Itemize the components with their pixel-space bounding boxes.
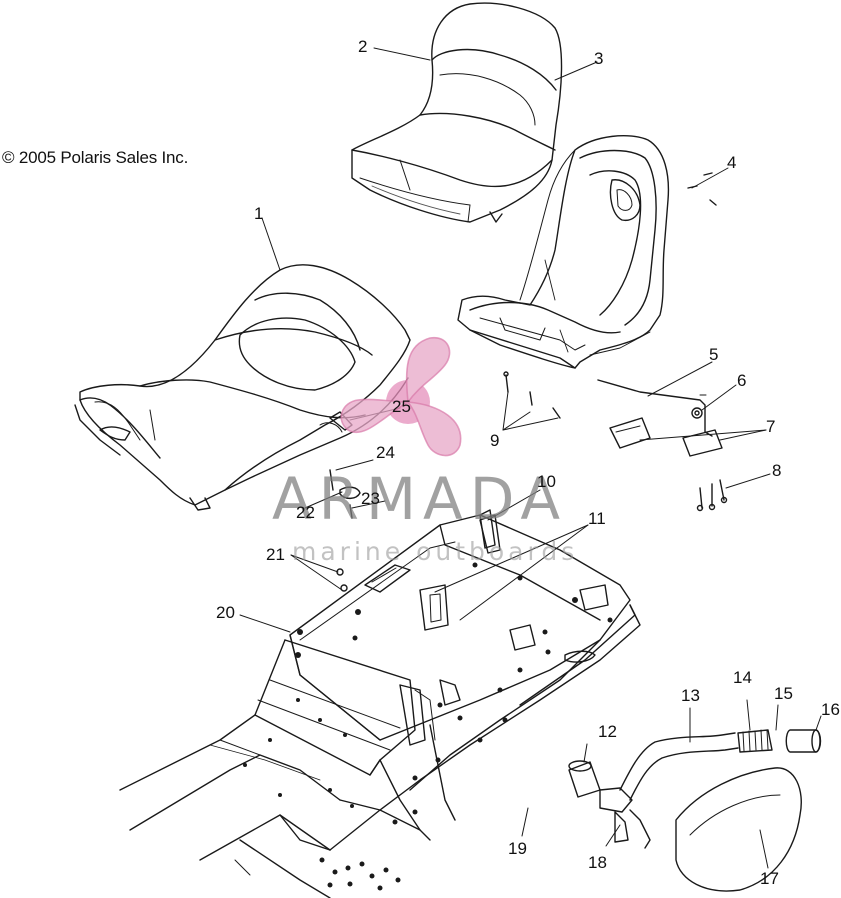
callout-12: 12 [598, 722, 617, 741]
callout-5: 5 [709, 345, 719, 364]
callout-20: 20 [216, 603, 235, 622]
hardware [329, 172, 728, 592]
watermark-tagline: marine outboards [292, 537, 579, 566]
watermark-brand: ARMADA [272, 465, 568, 533]
hose-assembly [568, 729, 822, 892]
callout-4: 4 [727, 153, 737, 172]
callout-24: 24 [376, 443, 395, 462]
callout-8: 8 [772, 461, 782, 480]
callout-6: 6 [737, 371, 747, 390]
copyright-notice: © 2005 Polaris Sales Inc. [2, 148, 189, 167]
backrest-cushion [351, 2, 563, 223]
callout-14: 14 [733, 668, 752, 687]
callout-2: 2 [358, 37, 368, 56]
callout-9: 9 [490, 431, 500, 450]
callout-17: 17 [760, 869, 779, 888]
callout-15: 15 [774, 684, 793, 703]
callout-3: 3 [594, 49, 604, 68]
callout-22: 22 [296, 503, 315, 522]
armada-logo-outline [340, 336, 462, 457]
callout-13: 13 [681, 686, 700, 705]
callout-18: 18 [588, 853, 607, 872]
callout-10: 10 [537, 472, 556, 491]
callout-23: 23 [361, 489, 380, 508]
leader-lines [239, 47, 822, 869]
callout-7: 7 [766, 417, 776, 436]
callout-11: 11 [588, 509, 606, 528]
callout-1: 1 [254, 204, 264, 223]
callout-19: 19 [508, 839, 527, 858]
seat-shell [457, 135, 670, 369]
callout-21: 21 [266, 545, 285, 564]
armada-logo [341, 337, 461, 456]
callout-16: 16 [821, 700, 840, 719]
frame-holes [243, 562, 613, 891]
callout-25: 25 [392, 397, 411, 416]
seat-frame-chassis [119, 509, 641, 898]
